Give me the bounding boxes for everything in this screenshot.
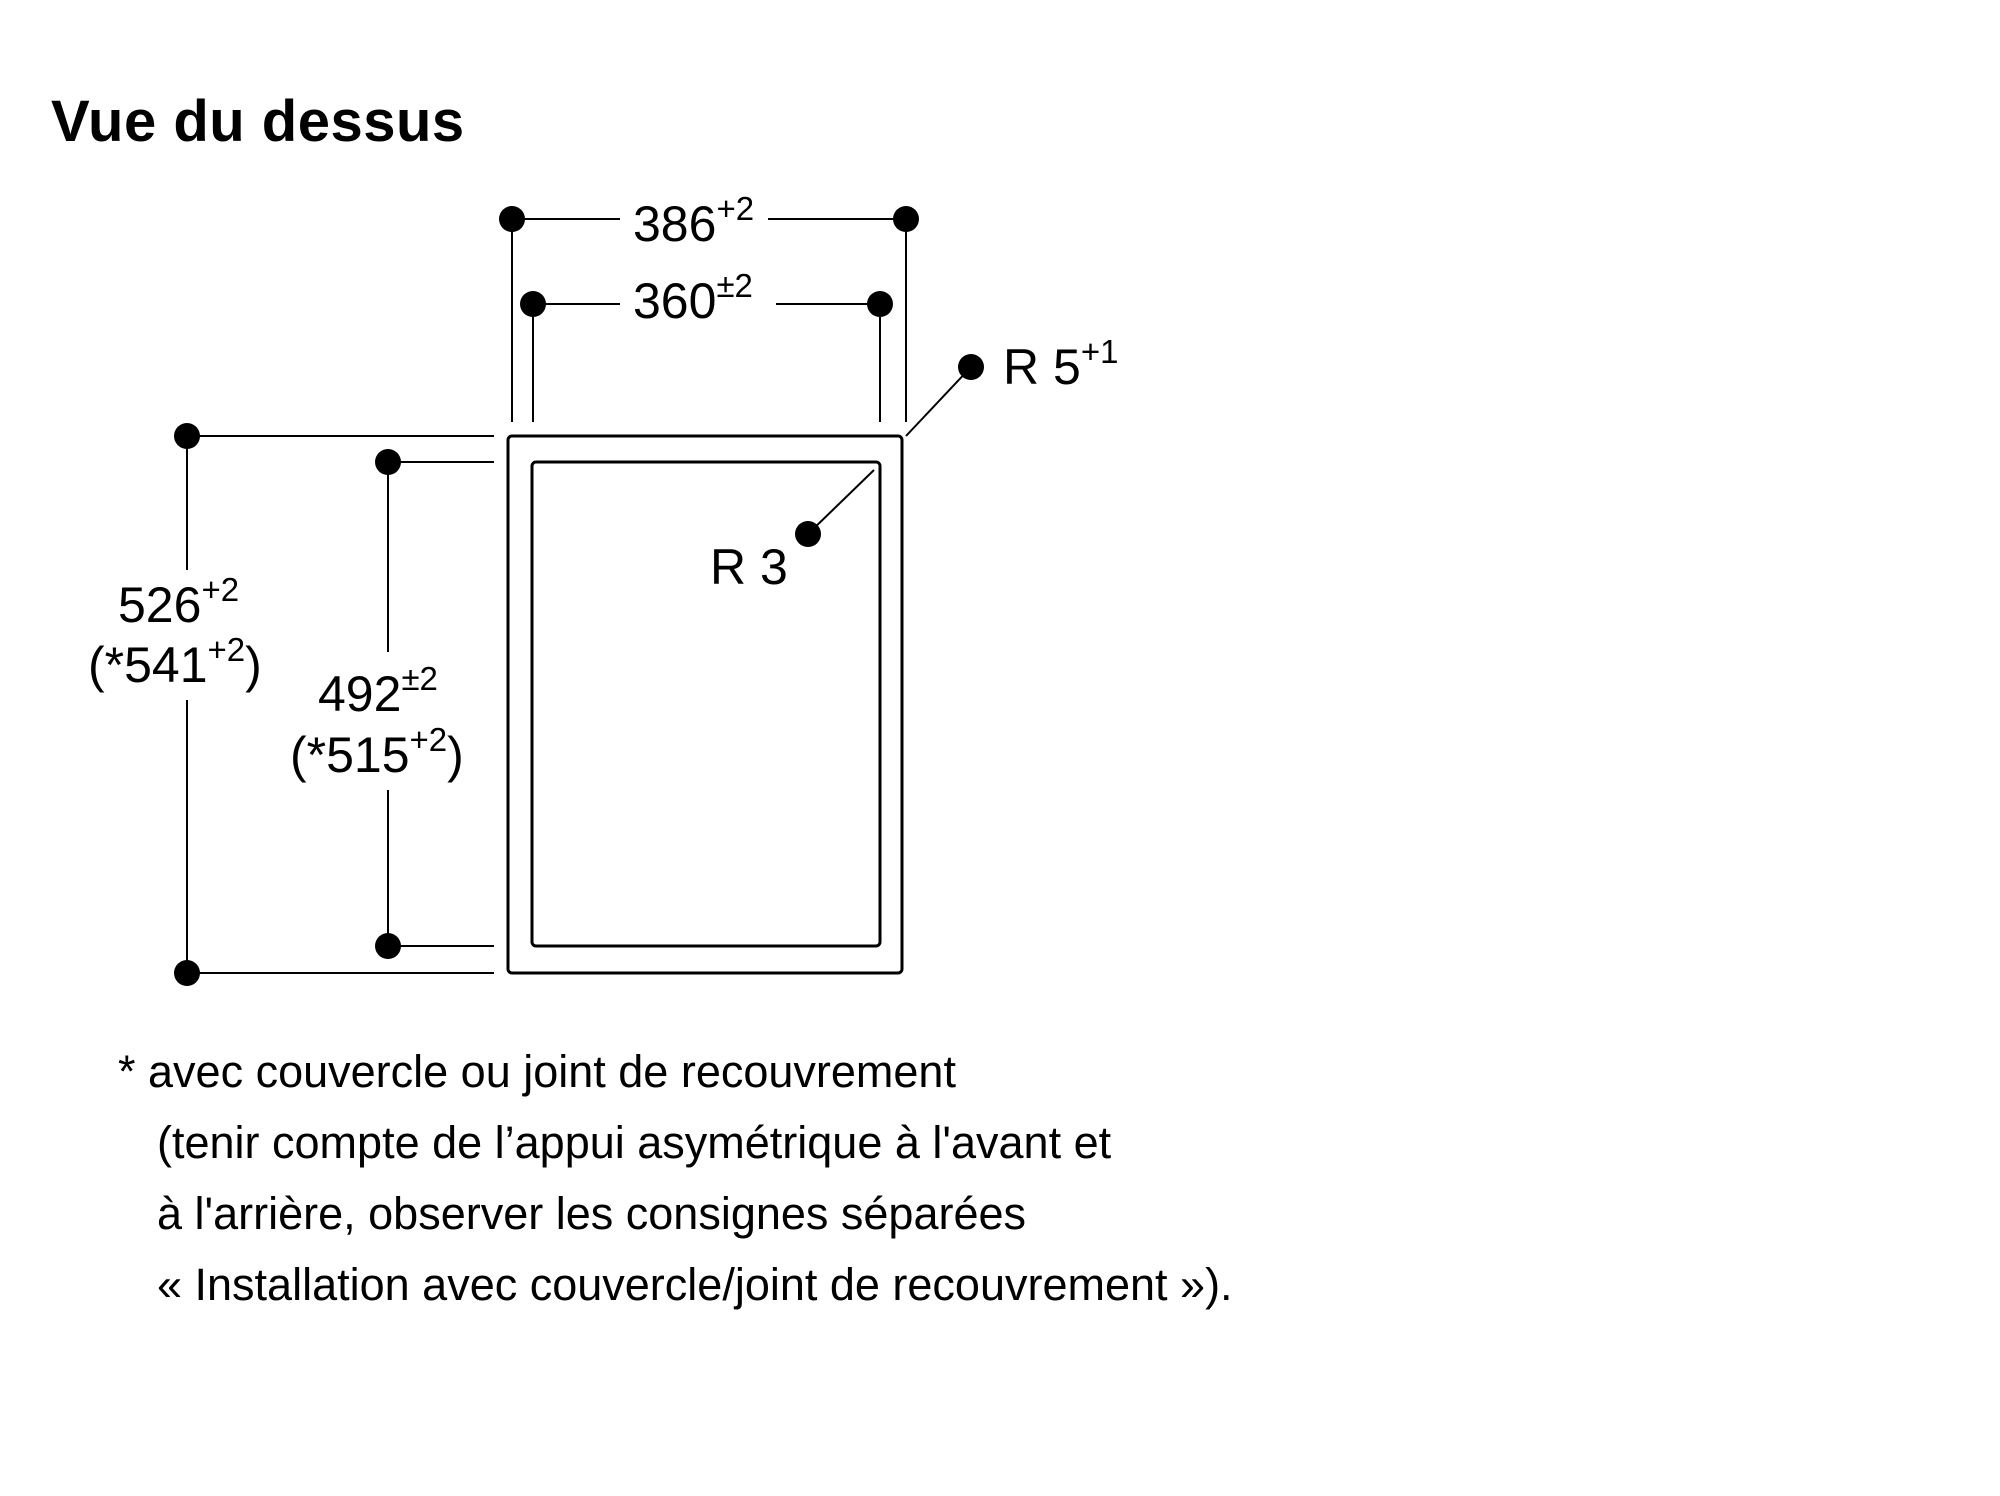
- outer-radius-label: R 5+1: [1003, 333, 1118, 395]
- dimension-endpoint: [375, 449, 401, 475]
- diagram-title: Vue du dessus: [51, 89, 465, 154]
- outer-radius-value: R 5: [1003, 339, 1081, 395]
- depth-outer-alt-label: (*541+2): [88, 631, 262, 693]
- callout-endpoint: [958, 354, 984, 380]
- depth-inner-alt-label: (*515+2): [290, 721, 464, 783]
- depth-outer-value: 526: [118, 577, 201, 633]
- dimension-endpoint: [867, 291, 893, 317]
- depth-outer-dimension: 526+2 (*541+2): [88, 423, 494, 986]
- inner-radius-label: R 3: [710, 539, 788, 595]
- width-outer-dimension: 386+2: [499, 190, 919, 422]
- dimension-endpoint: [174, 423, 200, 449]
- callout-endpoint: [795, 521, 821, 547]
- width-inner-dimension: 360±2: [520, 267, 893, 422]
- footnote-line: à l'arrière, observer les consignes sépa…: [157, 1188, 1027, 1239]
- dimension-endpoint: [893, 206, 919, 232]
- depth-inner-value: 492: [318, 666, 401, 722]
- footnote-line: « Installation avec couvercle/joint de r…: [157, 1259, 1233, 1310]
- depth-inner-label: 492±2: [318, 660, 438, 722]
- dimension-endpoint: [499, 206, 525, 232]
- depth-inner-dimension: 492±2 (*515+2): [290, 449, 494, 959]
- width-outer-value: 386: [633, 196, 716, 252]
- depth-inner-alt-close: ): [447, 727, 464, 783]
- width-inner-value: 360: [633, 273, 716, 329]
- width-outer-label: 386+2: [633, 190, 754, 252]
- depth-outer-label: 526+2: [118, 571, 239, 633]
- outer-cutout-outline: [506, 434, 904, 975]
- dimension-endpoint: [174, 960, 200, 986]
- depth-outer-alt-value: (*541: [88, 637, 208, 693]
- depth-inner-alt-value: (*515: [290, 727, 410, 783]
- footnote-line: * avec couvercle ou joint de recouvremen…: [118, 1046, 956, 1097]
- inner-radius-callout: R 3: [710, 469, 875, 595]
- outer-radius-tolerance: +1: [1081, 333, 1119, 370]
- width-inner-tolerance: ±2: [716, 267, 752, 304]
- dimension-endpoint: [520, 291, 546, 317]
- depth-outer-alt-tolerance: +2: [208, 631, 246, 668]
- outer-radius-callout: R 5+1: [905, 333, 1118, 437]
- width-outer-tolerance: +2: [716, 190, 754, 227]
- footnote-line: (tenir compte de l’appui asymétrique à l…: [157, 1117, 1112, 1168]
- depth-outer-alt-close: ): [245, 637, 262, 693]
- inner-cutout-outline: [530, 460, 882, 948]
- depth-outer-tolerance: +2: [201, 571, 239, 608]
- footnote: * avec couvercle ou joint de recouvremen…: [118, 1036, 1233, 1320]
- dimension-endpoint: [375, 933, 401, 959]
- width-inner-label: 360±2: [633, 267, 753, 329]
- depth-inner-alt-tolerance: +2: [410, 721, 448, 758]
- depth-inner-tolerance: ±2: [401, 660, 437, 697]
